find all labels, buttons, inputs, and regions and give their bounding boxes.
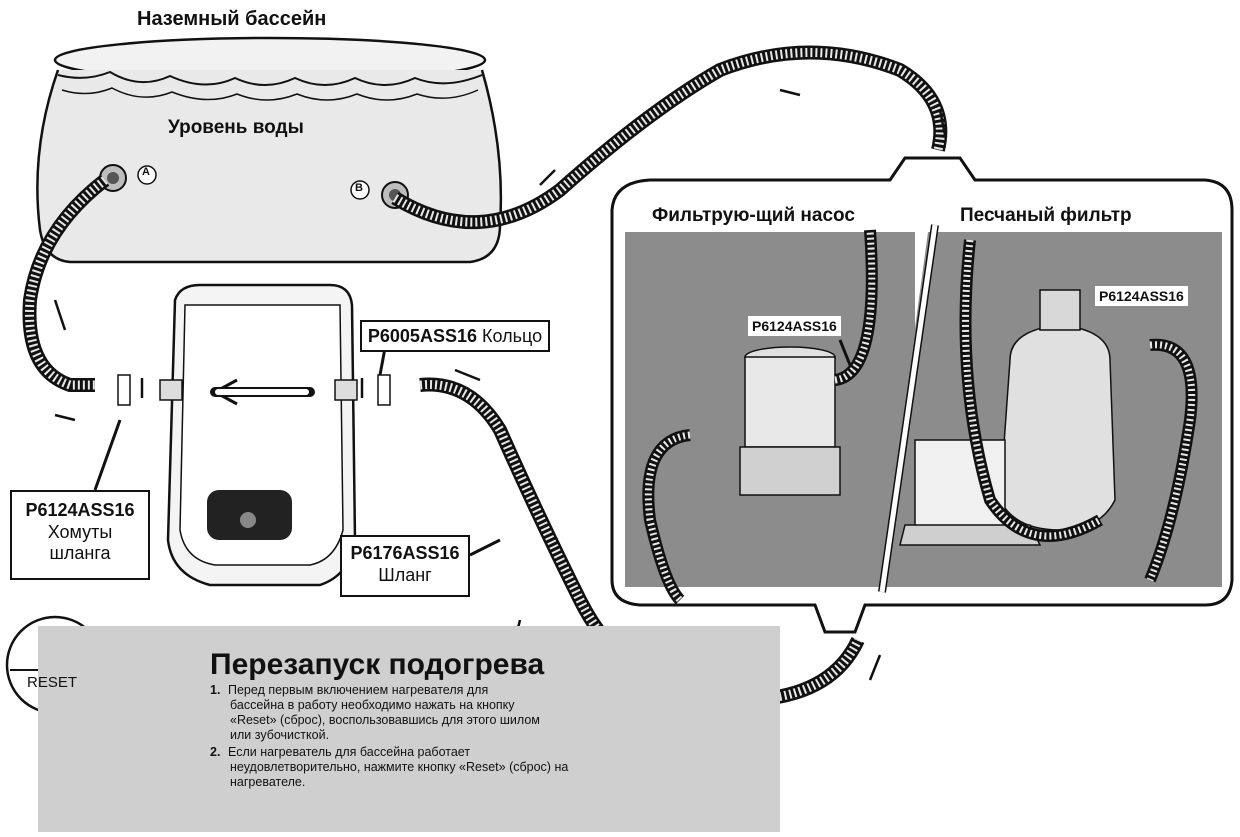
ring-part-code: P6005ASS16 xyxy=(367,326,477,346)
port-b-label: B xyxy=(355,182,363,194)
clamp-right xyxy=(360,374,391,406)
hose-part-text: Шланг xyxy=(378,564,432,585)
reset-step-1: 1.Перед первым включением нагревателя дл… xyxy=(210,683,540,742)
filter-panel-frame xyxy=(610,156,1234,634)
port-a-label: A xyxy=(142,166,150,178)
clamp-left xyxy=(117,374,144,406)
ring-part-text: Кольцо xyxy=(482,326,543,346)
clamps-line1: Хомуты xyxy=(47,521,113,542)
reset-instructions: 1.Перед первым включением нагревателя дл… xyxy=(210,683,680,792)
sand-filter-illustration xyxy=(899,239,1198,583)
heater-illustration xyxy=(159,283,358,587)
callout-clamps: P6124ASS16 Хомуты шланга xyxy=(10,490,150,580)
sand-filter-title: Песчаный фильтр xyxy=(960,205,1132,226)
callout-ring: P6005ASS16 Кольцо xyxy=(360,320,550,352)
hose-b xyxy=(391,45,948,229)
filter-pump-title: Фильтрую-щий насос xyxy=(652,205,855,226)
water-level-label: Уровень воды xyxy=(168,117,304,138)
hose-a xyxy=(22,174,110,392)
callout-leaders xyxy=(93,339,852,557)
clamps-line2: шланга xyxy=(49,543,111,564)
pool-title: Наземный бассейн xyxy=(137,8,327,30)
pump-part-code: P6124ASS16 xyxy=(748,316,841,336)
hose-part-code: P6176ASS16 xyxy=(350,543,460,563)
filter-pump-illustration xyxy=(642,229,878,605)
clamps-part-code: P6124ASS16 xyxy=(25,500,135,520)
pool-illustration xyxy=(36,36,503,264)
hose-heater-to-filter xyxy=(419,377,865,708)
sand-part-code: P6124ASS16 xyxy=(1095,286,1188,306)
reset-panel xyxy=(38,626,780,832)
callout-hose: P6176ASS16 Шланг xyxy=(340,535,470,597)
reset-button-label: RESET xyxy=(27,674,78,691)
reset-step-2: 2.Если нагреватель для бассейна работает… xyxy=(210,745,569,789)
reset-title: Перезапуск подогрева xyxy=(210,648,545,681)
